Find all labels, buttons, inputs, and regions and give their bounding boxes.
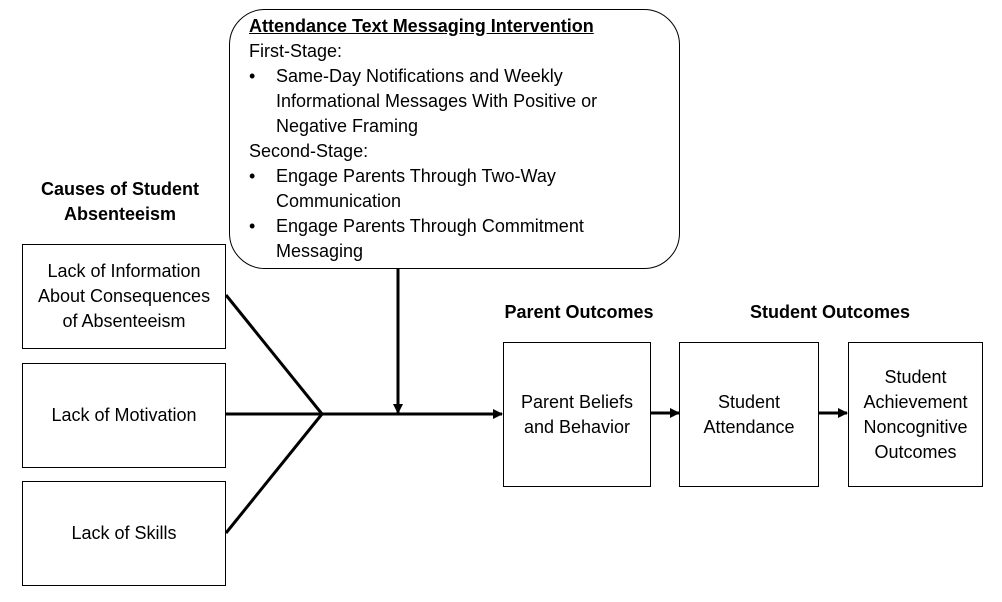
second-stage-item: • Engage Parents Through Two-Way Communi… [249,166,556,211]
bullet-icon: • [249,166,256,186]
parent-outcomes-heading: Parent Outcomes [504,302,654,322]
connector-skills-to-junction [224,413,324,534]
first-stage-item: • Same-Day Notifications and Weekly Info… [249,66,598,136]
connector-info-to-junction [224,294,324,415]
cause-box-information: Lack of Information About Consequences o… [22,244,226,349]
first-stage-label: First-Stage: [249,41,343,61]
second-stage-list: • Engage Parents Through Two-Way Communi… [249,164,669,264]
second-stage-item: • Engage Parents Through Commitment Mess… [249,216,584,261]
cause-box-motivation: Lack of Motivation [22,363,226,468]
bullet-icon: • [249,216,256,236]
first-stage-list: • Same-Day Notifications and Weekly Info… [249,64,669,139]
student-outcomes-heading: Student Outcomes [749,302,910,322]
cause-box-skills: Lack of Skills [22,481,226,586]
bullet-icon: • [249,66,256,86]
second-stage-label: Second-Stage: [249,141,369,161]
student-attendance-box: Student Attendance [679,342,819,487]
parent-beliefs-box: Parent Beliefs and Behavior [503,342,651,487]
intervention-title: Attendance Text Messaging Intervention [249,16,594,36]
causes-heading: Causes of Student Absenteeism [40,179,200,224]
student-achievement-box: Student Achievement Noncognitive Outcome… [848,342,983,487]
intervention-box: Attendance Text Messaging Intervention F… [229,9,680,269]
